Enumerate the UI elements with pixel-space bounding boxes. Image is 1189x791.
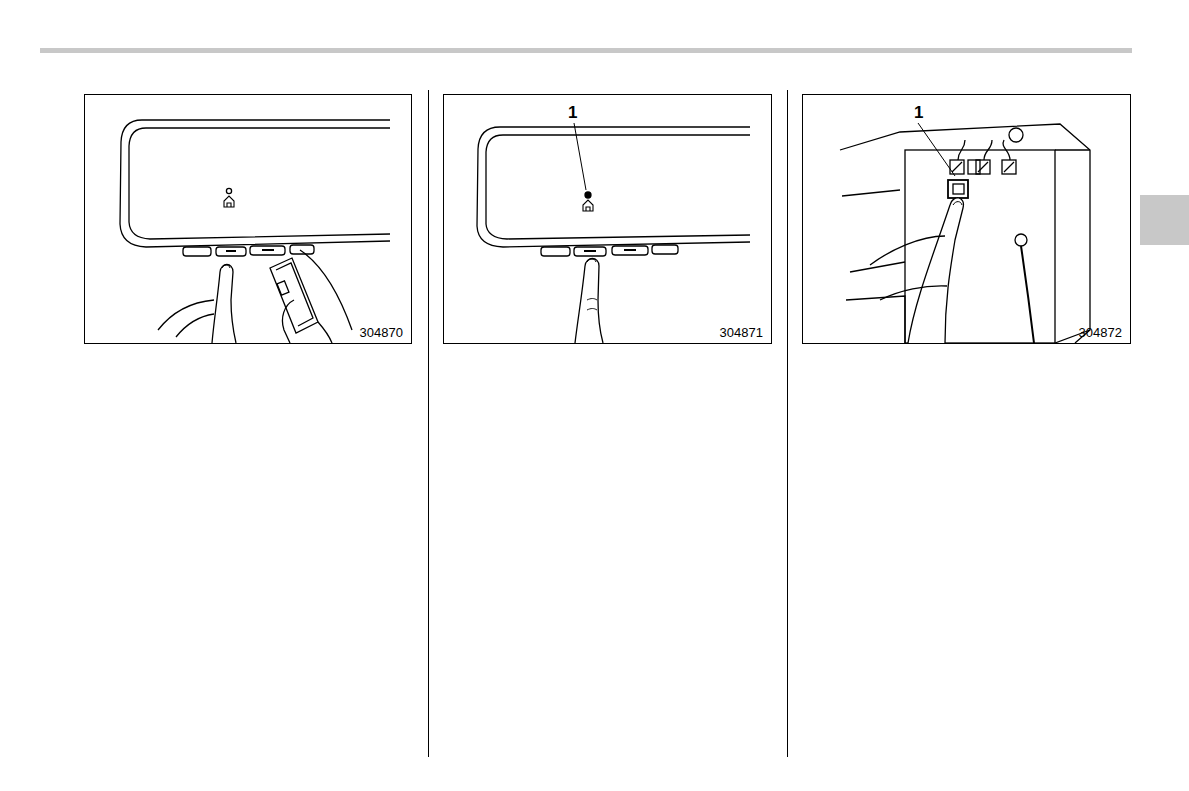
mirror-with-remote (120, 120, 390, 343)
figure-frame (803, 95, 1131, 344)
garage-opener-unit (840, 123, 1090, 343)
figure-frame (85, 95, 412, 344)
mirror-button-press (477, 123, 750, 343)
column-divider (428, 90, 429, 757)
callout-number: 1 (568, 104, 577, 121)
figure-code: 304871 (720, 326, 763, 339)
figure-code: 304872 (1079, 326, 1122, 339)
chapter-tab (1140, 195, 1189, 245)
figure-code: 304870 (360, 326, 403, 339)
figure-frame (444, 95, 772, 344)
header-rule (40, 48, 1132, 53)
column-divider (787, 90, 788, 757)
callout-number: 1 (914, 104, 923, 121)
